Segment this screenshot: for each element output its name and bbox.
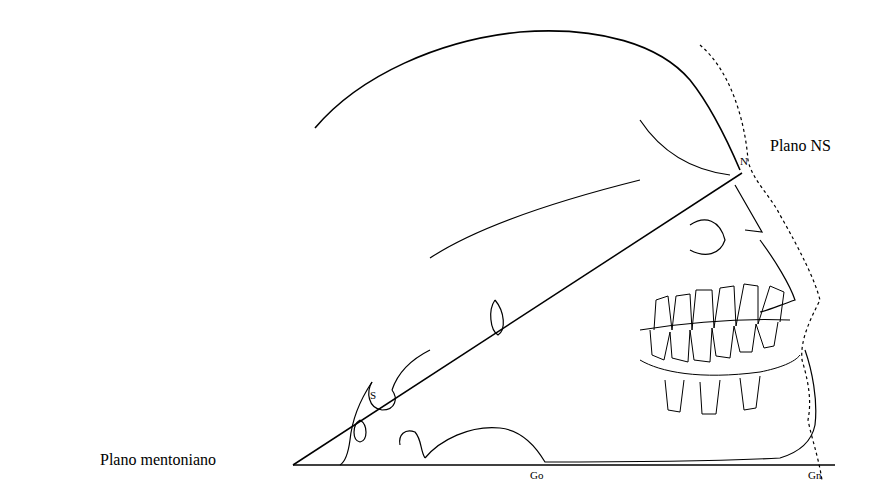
landmark-label: N xyxy=(740,156,748,167)
landmark-label: S xyxy=(370,390,376,401)
landmark-label: Go xyxy=(530,470,543,481)
landmark-label: Gn xyxy=(808,470,821,481)
plane-label: Plano NS xyxy=(770,138,831,154)
plane-label: Plano mentoniano xyxy=(100,452,216,468)
